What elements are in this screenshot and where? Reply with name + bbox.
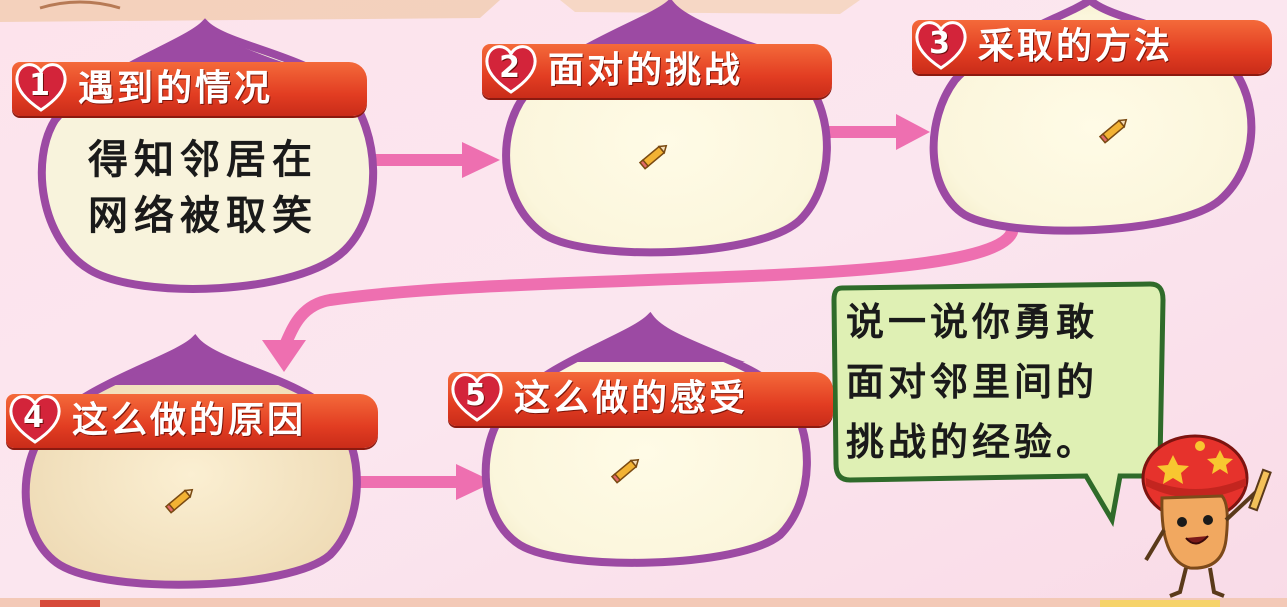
step-2-ribbon: 2 面对的挑战 bbox=[482, 44, 832, 98]
step-2-number: 2 bbox=[499, 50, 523, 85]
step-1-content: 得知邻居在 网络被取笑 bbox=[88, 132, 318, 244]
speech-line-3: 挑战的经验。 bbox=[846, 420, 1099, 464]
pencil-icon[interactable] bbox=[636, 138, 672, 174]
flow-arrows bbox=[279, 126, 1018, 488]
step-4-label: 这么做的原因 bbox=[72, 400, 307, 441]
step-1-ribbon: 1 遇到的情况 bbox=[12, 62, 367, 116]
step-4-ribbon: 4 这么做的原因 bbox=[6, 394, 378, 448]
step-5-label: 这么做的感受 bbox=[514, 378, 749, 419]
step-1-number: 1 bbox=[29, 68, 53, 103]
step-1-content-line-2: 网络被取笑 bbox=[88, 193, 318, 239]
step-2-label: 面对的挑战 bbox=[548, 50, 744, 91]
step-3-label: 采取的方法 bbox=[978, 26, 1174, 67]
step-1-label: 遇到的情况 bbox=[78, 68, 274, 109]
heart-badge-1: 1 bbox=[12, 58, 70, 116]
step-5-number: 5 bbox=[465, 378, 489, 413]
step-3-ribbon: 3 采取的方法 bbox=[912, 20, 1272, 74]
pencil-icon[interactable] bbox=[608, 452, 644, 488]
step-3-number: 3 bbox=[929, 26, 953, 61]
speech-line-2: 面对邻里间的 bbox=[846, 360, 1099, 404]
step-5-ribbon: 5 这么做的感受 bbox=[448, 372, 833, 426]
heart-badge-3: 3 bbox=[912, 16, 970, 74]
arrow-3-4 bbox=[279, 226, 1018, 351]
speech-line-1: 说一说你勇敢 bbox=[846, 300, 1099, 344]
speech-prompt: 说一说你勇敢 面对邻里间的 挑战的经验。 bbox=[846, 292, 1146, 472]
step-4-number: 4 bbox=[23, 400, 47, 435]
heart-badge-4: 4 bbox=[6, 390, 64, 448]
heart-badge-2: 2 bbox=[482, 40, 540, 98]
pencil-icon[interactable] bbox=[162, 482, 198, 518]
speech-bubble bbox=[831, 281, 1166, 528]
mushroom-mascot bbox=[1141, 434, 1272, 598]
pencil-icon[interactable] bbox=[1096, 112, 1132, 148]
step-1-content-line-1: 得知邻居在 bbox=[88, 137, 318, 183]
heart-badge-5: 5 bbox=[448, 368, 506, 426]
